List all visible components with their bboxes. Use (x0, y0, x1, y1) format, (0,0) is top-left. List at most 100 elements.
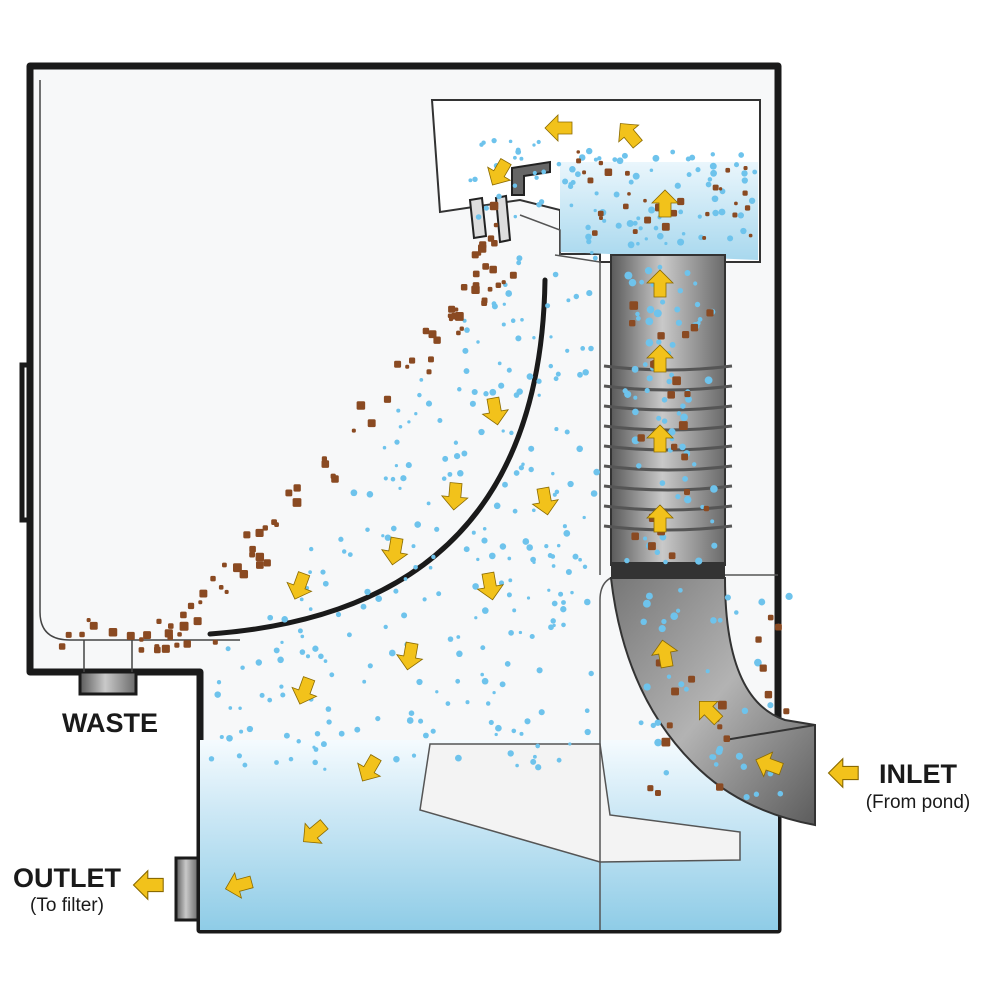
bubble (463, 546, 470, 553)
bubble (309, 546, 314, 552)
bubble (675, 608, 681, 613)
bubble (436, 591, 442, 597)
bubble (511, 728, 517, 734)
bubble (464, 327, 470, 333)
bubble (491, 303, 498, 310)
debris-particle (690, 323, 699, 332)
debris-particle (637, 434, 645, 442)
outlet-arrow-icon (132, 870, 164, 900)
bubble (645, 317, 654, 326)
bubble (398, 486, 402, 491)
debris-particle (321, 460, 330, 468)
bubble (455, 754, 462, 762)
bubble (640, 618, 647, 626)
bubble (710, 169, 717, 177)
bubble (516, 260, 522, 266)
bubble (383, 624, 388, 630)
bubble (407, 420, 411, 424)
debris-particle (356, 401, 366, 410)
bubble (633, 395, 638, 400)
bubble (515, 763, 519, 768)
debris-particle (718, 700, 727, 710)
bubble (240, 665, 245, 670)
bubble (481, 607, 489, 614)
debris-particle (666, 722, 673, 729)
bubble (654, 738, 662, 747)
bubble (573, 293, 580, 300)
bubble (398, 425, 403, 429)
bubble (354, 726, 361, 733)
bubble (414, 521, 421, 528)
debris-particle (233, 563, 242, 573)
bubble (710, 485, 718, 493)
bubble (700, 504, 705, 510)
bubble (556, 161, 562, 167)
bubble (674, 182, 681, 189)
bubble (710, 617, 717, 624)
debris-particle (143, 631, 152, 640)
bubble (632, 408, 639, 416)
bubble (544, 543, 549, 549)
bubble (413, 565, 418, 570)
debris-particle (174, 642, 180, 648)
outlet-label: OUTLET (13, 863, 121, 893)
bubble (299, 597, 304, 602)
bubble (305, 654, 311, 659)
bubble (472, 583, 479, 590)
outlet-pipe (174, 856, 200, 922)
bubble (532, 754, 537, 759)
bubble (462, 347, 469, 354)
bubble (318, 653, 324, 660)
debris-particle (592, 230, 598, 236)
bubble (684, 270, 691, 276)
debris-particle (331, 475, 339, 483)
bubble (537, 393, 541, 397)
bubble (417, 392, 422, 398)
bubble (683, 495, 692, 504)
fine-bubbles (208, 137, 793, 801)
debris-particle (274, 522, 279, 528)
debris-particle (629, 301, 639, 310)
bubble (219, 734, 224, 740)
bubble (740, 227, 747, 235)
bubble (588, 670, 594, 677)
bubble (499, 681, 506, 688)
bubble (594, 191, 599, 196)
debris-particle (604, 168, 613, 177)
debris-particle (501, 280, 506, 285)
debris-particle (383, 395, 392, 403)
bubble (663, 559, 668, 565)
bubble (312, 759, 318, 766)
bubble (741, 177, 748, 184)
debris-particle (285, 489, 293, 497)
bubble (748, 197, 756, 204)
debris-particle (139, 637, 144, 642)
bubble (549, 335, 553, 339)
bubble (396, 408, 401, 413)
bubble (208, 756, 215, 762)
bubble (642, 362, 648, 367)
bubble (678, 587, 683, 593)
bubble (710, 152, 716, 157)
bubble (535, 743, 541, 749)
bubble (593, 208, 597, 213)
debris-particle (256, 561, 264, 569)
debris-particle (65, 631, 72, 638)
debris-particle (198, 600, 203, 605)
bubble (622, 388, 628, 394)
bubble (442, 455, 449, 462)
bubble (552, 271, 559, 278)
bubble (632, 220, 638, 226)
bubble (463, 368, 470, 375)
bubble (676, 411, 682, 416)
debris-particle (293, 484, 301, 492)
debris-particle (495, 282, 502, 289)
bubble (478, 428, 485, 436)
inlet-sublabel: (From pond) (866, 792, 971, 813)
bubble (661, 397, 668, 403)
bubble (435, 690, 439, 694)
bubble (472, 176, 478, 183)
bubble (485, 701, 491, 706)
bubble (670, 149, 676, 155)
bubble (685, 395, 692, 403)
